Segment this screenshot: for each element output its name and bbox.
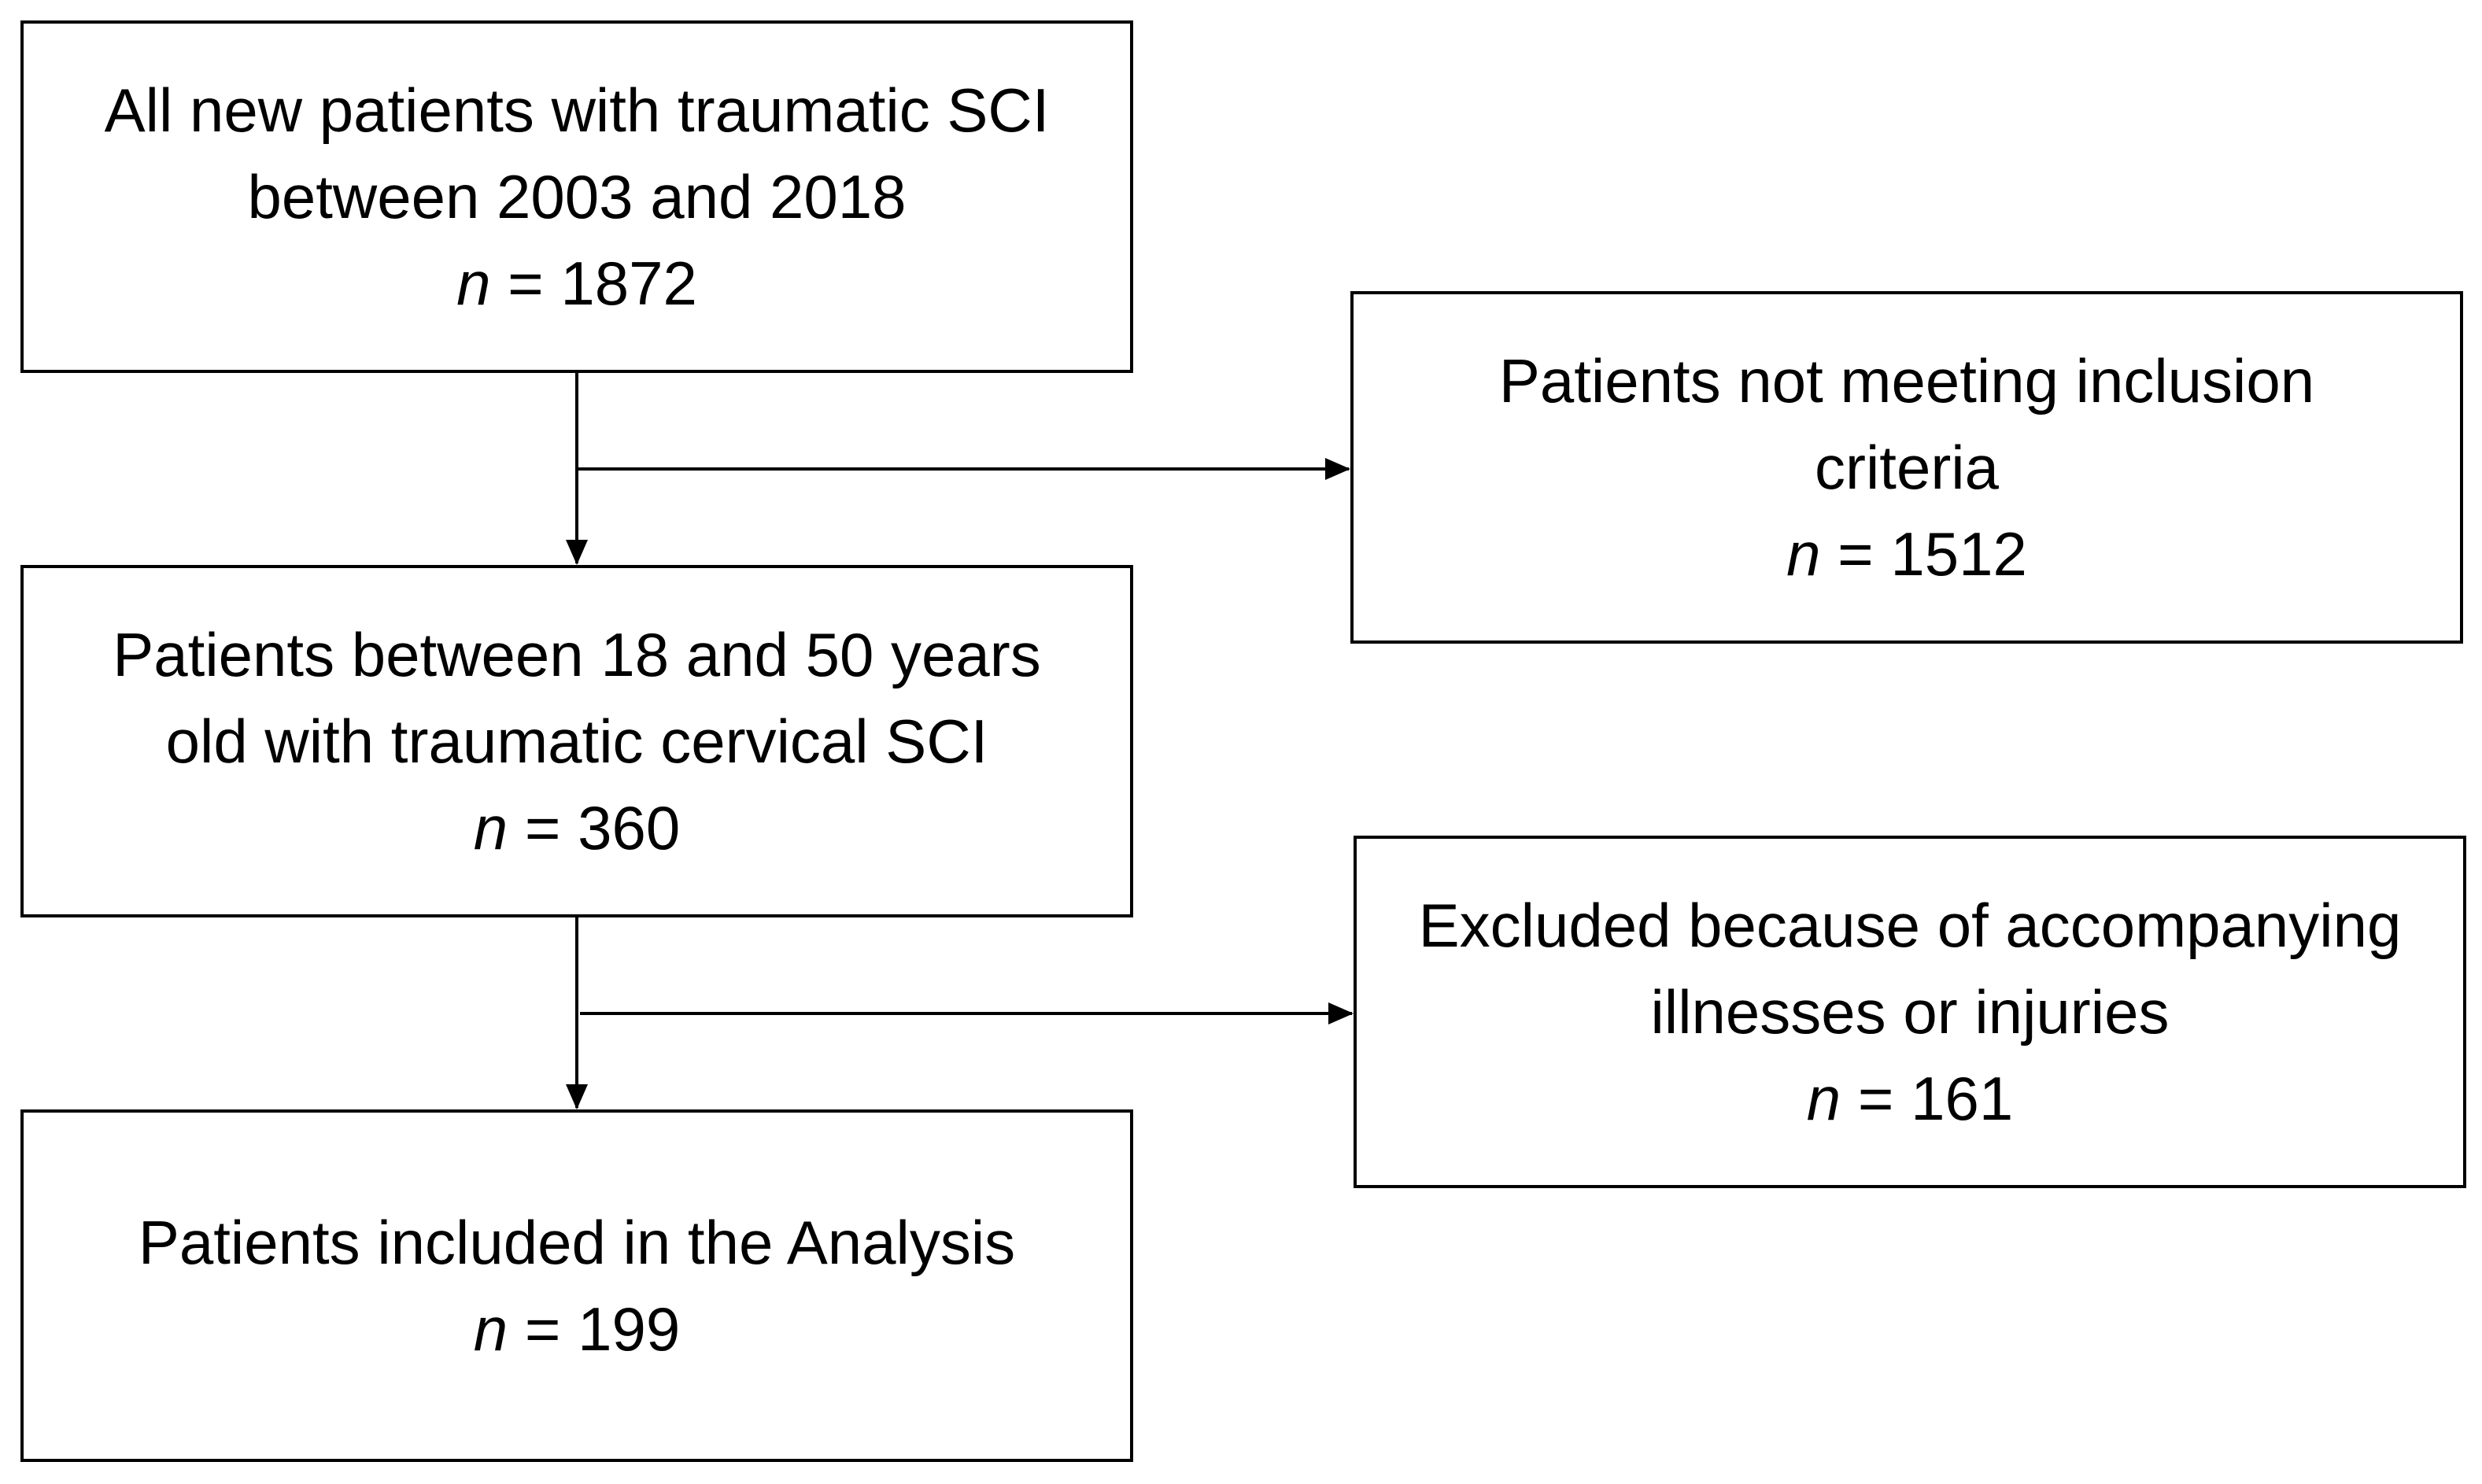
n-symbol: n: [473, 1294, 508, 1364]
count-value: = 161: [1857, 1064, 2014, 1133]
count-value: = 1512: [1837, 519, 2027, 589]
box-included-count: n = 199: [474, 1286, 680, 1372]
box-all-patients-count: n = 1872: [456, 240, 697, 327]
count-value: = 360: [524, 793, 681, 862]
box-included-line-1: Patients included in the Analysis: [138, 1208, 1016, 1277]
box-not-meeting-line-2: criteria: [1814, 433, 2000, 502]
box-excluded-count: n = 161: [1807, 1055, 2013, 1142]
box-not-meeting-count: n = 1512: [1786, 511, 2027, 597]
box-excluded-line-2: illnesses or injuries: [1650, 977, 2170, 1047]
count-value: = 199: [524, 1294, 681, 1364]
box-included-patients: Patients included in the Analysis n = 19…: [20, 1109, 1133, 1462]
n-symbol: n: [1786, 519, 1821, 589]
count-value: = 1872: [508, 249, 697, 318]
box-eligible-line-1: Patients between 18 and 50 years: [113, 620, 1041, 689]
n-symbol: n: [473, 793, 508, 862]
box-eligible-patients: Patients between 18 and 50 years old wit…: [20, 565, 1133, 917]
box-not-meeting-line-1: Patients not meeting inclusion: [1498, 346, 2315, 415]
box-excluded-line-1: Excluded because of accompanying: [1418, 891, 2402, 960]
box-all-patients-line-2: between 2003 and 2018: [247, 162, 907, 231]
n-symbol: n: [1806, 1064, 1841, 1133]
box-eligible-line-2: old with traumatic cervical SCI: [165, 707, 988, 776]
box-excluded-patients: Excluded because of accompanying illness…: [1354, 836, 2466, 1188]
box-all-patients: All new patients with traumatic SCI betw…: [20, 20, 1133, 373]
box-not-meeting-criteria: Patients not meeting inclusion criteria …: [1350, 291, 2463, 644]
box-eligible-count: n = 360: [474, 784, 680, 871]
box-all-patients-line-1: All new patients with traumatic SCI: [104, 76, 1050, 145]
n-symbol: n: [456, 249, 491, 318]
